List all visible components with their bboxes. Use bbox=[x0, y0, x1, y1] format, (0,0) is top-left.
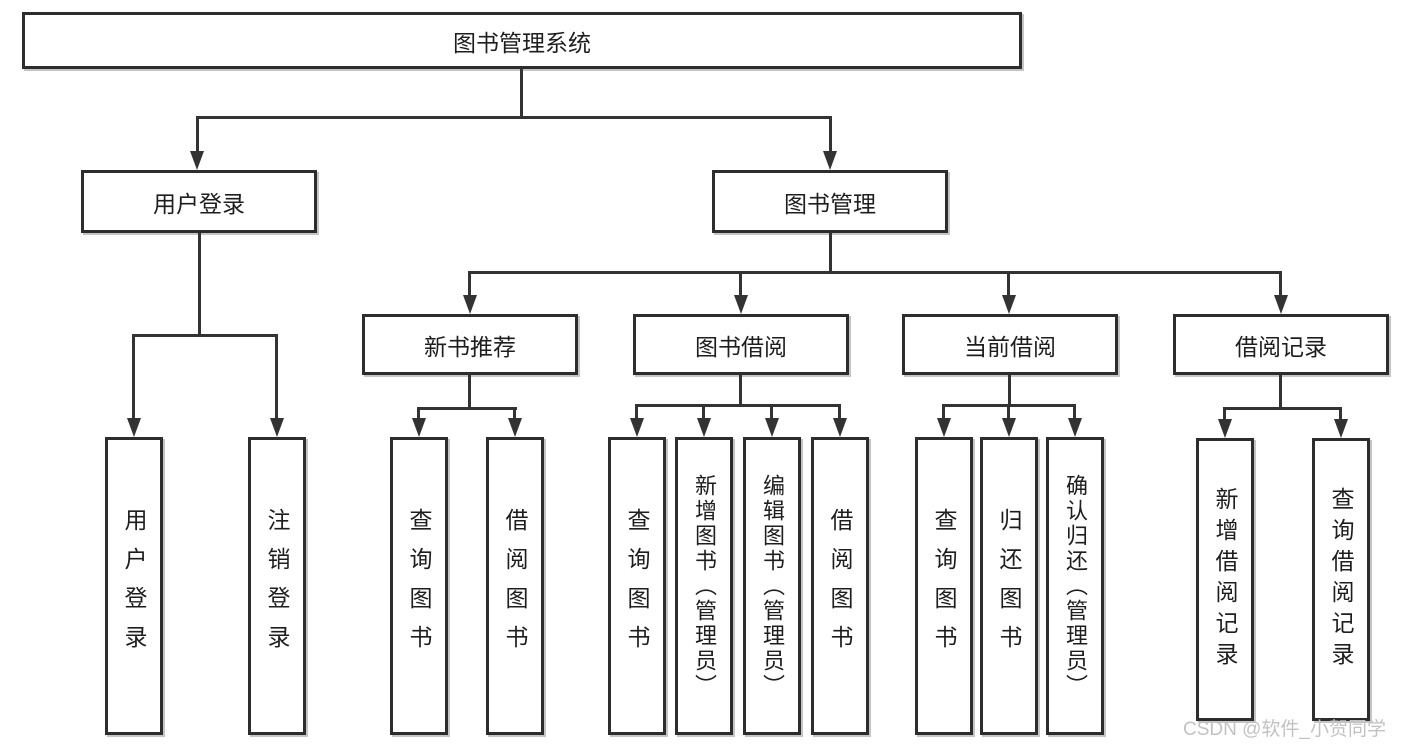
node-book-borrowing: 图书借阅 bbox=[633, 314, 849, 375]
leaf-label: 新增图书（管理员） bbox=[692, 473, 717, 699]
connector-line bbox=[1007, 271, 1010, 298]
connector-line bbox=[1073, 404, 1076, 420]
leaf-label: 查询图书 bbox=[406, 508, 432, 664]
node-book-management: 图书管理 bbox=[712, 170, 948, 233]
arrow-down-icon bbox=[1274, 295, 1288, 314]
arrow-down-icon bbox=[765, 418, 779, 437]
leaf-edit-book-admin: 编辑图书（管理员） bbox=[743, 437, 801, 735]
node-new-book-recommend: 新书推荐 bbox=[362, 314, 578, 375]
arrow-down-icon bbox=[630, 418, 644, 437]
arrow-down-icon bbox=[508, 418, 522, 437]
leaf-add-borrow-record: 新增借阅记录 bbox=[1196, 438, 1254, 721]
arrow-down-icon bbox=[734, 295, 748, 314]
arrow-down-icon bbox=[1334, 419, 1348, 438]
node-label: 图书管理 bbox=[784, 190, 876, 217]
connector-line bbox=[829, 233, 832, 274]
leaf-user-login: 用户登录 bbox=[105, 437, 163, 735]
csdn-watermark: CSDN @软件_小贺同学 bbox=[1183, 719, 1386, 740]
connector-line bbox=[635, 404, 841, 407]
node-current-borrowing: 当前借阅 bbox=[902, 314, 1118, 375]
connector-line bbox=[1007, 404, 1010, 420]
connector-line bbox=[468, 271, 471, 298]
leaf-label: 用户登录 bbox=[121, 508, 147, 664]
leaf-label: 归还图书 bbox=[996, 508, 1022, 664]
arrow-down-icon bbox=[697, 418, 711, 437]
leaf-label: 查询借阅记录 bbox=[1328, 486, 1354, 673]
connector-line bbox=[132, 334, 135, 420]
leaf-label: 新增借阅记录 bbox=[1212, 486, 1238, 673]
connector-line bbox=[1223, 407, 1342, 410]
leaf-label: 查询图书 bbox=[931, 508, 957, 664]
connector-line bbox=[702, 404, 705, 420]
arrow-down-icon bbox=[1002, 295, 1016, 314]
leaf-label: 编辑图书（管理员） bbox=[760, 473, 785, 699]
connector-line bbox=[520, 68, 523, 118]
leaf-borrow-books-recommend: 借阅图书 bbox=[486, 437, 544, 735]
connector-line bbox=[1223, 407, 1226, 420]
arrow-down-icon bbox=[937, 418, 951, 437]
arrow-down-icon bbox=[833, 418, 847, 437]
connector-line bbox=[468, 271, 1282, 274]
connector-line bbox=[1008, 375, 1011, 407]
node-library-management-system: 图书管理系统 bbox=[22, 12, 1022, 69]
leaf-label: 借阅图书 bbox=[827, 508, 853, 664]
connector-line bbox=[770, 404, 773, 420]
connector-line bbox=[1279, 375, 1282, 410]
arrow-down-icon bbox=[1068, 418, 1082, 437]
arrow-down-icon bbox=[190, 151, 204, 170]
connector-line bbox=[417, 407, 420, 420]
node-label: 新书推荐 bbox=[424, 333, 516, 360]
leaf-return-book: 归还图书 bbox=[980, 437, 1038, 735]
arrow-down-icon bbox=[412, 418, 426, 437]
node-label: 图书借阅 bbox=[695, 333, 787, 360]
node-label: 当前借阅 bbox=[964, 333, 1056, 360]
connector-line bbox=[196, 116, 199, 153]
leaf-borrow-books: 借阅图书 bbox=[811, 437, 869, 735]
arrow-down-icon bbox=[823, 151, 837, 170]
connector-line bbox=[1339, 407, 1342, 420]
node-label: 借阅记录 bbox=[1235, 333, 1327, 360]
leaf-add-book-admin: 新增图书（管理员） bbox=[675, 437, 733, 735]
leaf-logout: 注销登录 bbox=[248, 437, 306, 735]
connector-line bbox=[417, 407, 517, 410]
connector-line bbox=[942, 404, 945, 420]
leaf-label: 确认归还（管理员） bbox=[1063, 473, 1088, 699]
leaf-query-borrow-record: 查询借阅记录 bbox=[1312, 438, 1370, 721]
connector-line bbox=[739, 375, 742, 407]
connector-line bbox=[635, 404, 638, 420]
connector-line bbox=[196, 116, 832, 119]
leaf-label: 借阅图书 bbox=[502, 508, 528, 664]
connector-line bbox=[739, 271, 742, 298]
node-label: 用户登录 bbox=[153, 190, 245, 217]
arrow-down-icon bbox=[1002, 418, 1016, 437]
leaf-query-books-borrowing: 查询图书 bbox=[608, 437, 666, 735]
leaf-query-books-current: 查询图书 bbox=[915, 437, 973, 735]
node-label: 图书管理系统 bbox=[453, 29, 591, 56]
connector-line bbox=[275, 334, 278, 420]
arrow-down-icon bbox=[127, 418, 141, 437]
leaf-query-books-recommend: 查询图书 bbox=[390, 437, 448, 735]
arrow-down-icon bbox=[463, 295, 477, 314]
arrow-down-icon bbox=[1218, 419, 1232, 438]
connector-line bbox=[132, 334, 278, 337]
node-borrowing-records: 借阅记录 bbox=[1173, 314, 1389, 375]
connector-line bbox=[1279, 271, 1282, 298]
connector-line bbox=[198, 233, 201, 337]
connector-line bbox=[513, 407, 516, 420]
leaf-label: 注销登录 bbox=[264, 508, 290, 664]
leaf-confirm-return-admin: 确认归还（管理员） bbox=[1046, 437, 1104, 735]
arrow-down-icon bbox=[270, 418, 284, 437]
connector-line bbox=[838, 404, 841, 420]
node-user-login: 用户登录 bbox=[81, 170, 317, 233]
leaf-label: 查询图书 bbox=[624, 508, 650, 664]
connector-line bbox=[468, 375, 471, 410]
connector-line bbox=[829, 116, 832, 153]
